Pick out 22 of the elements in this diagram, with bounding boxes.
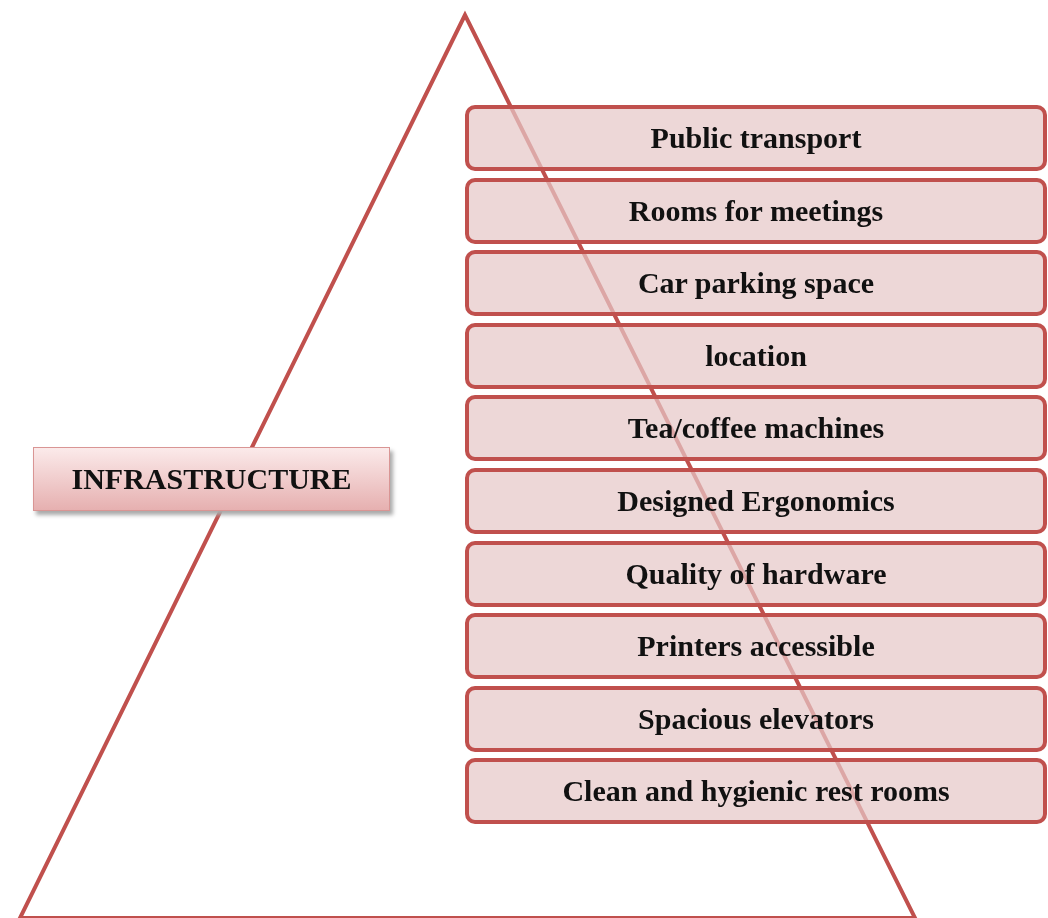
list-item-box [465, 250, 1047, 317]
item-label: Quality of hardware [625, 556, 887, 591]
category-label: INFRASTRUCTURE [71, 462, 352, 496]
item-label: Car parking space [637, 266, 875, 301]
item-label: Rooms for meetings [628, 193, 884, 228]
list-item-box [465, 613, 1047, 680]
item-label: Clean and hygienic rest rooms [562, 774, 950, 809]
item-label: Designed Ergonomics [617, 484, 895, 518]
list-item-box [465, 105, 1047, 171]
list-item-box [465, 540, 1047, 607]
item-label: Spacious elevators [638, 701, 874, 736]
list-item-box [465, 468, 1047, 534]
item-label: Tea/coffee machines [627, 411, 885, 446]
list-item-box [465, 758, 1047, 825]
list-item-box [465, 322, 1047, 389]
title-box [33, 447, 390, 511]
item-label: Printers accessible [637, 629, 875, 664]
item-label: Public transport [650, 121, 862, 155]
list-item-box [465, 685, 1047, 752]
list-item-box [465, 177, 1047, 244]
item-label: location [705, 338, 807, 373]
list-item-box [465, 395, 1047, 462]
